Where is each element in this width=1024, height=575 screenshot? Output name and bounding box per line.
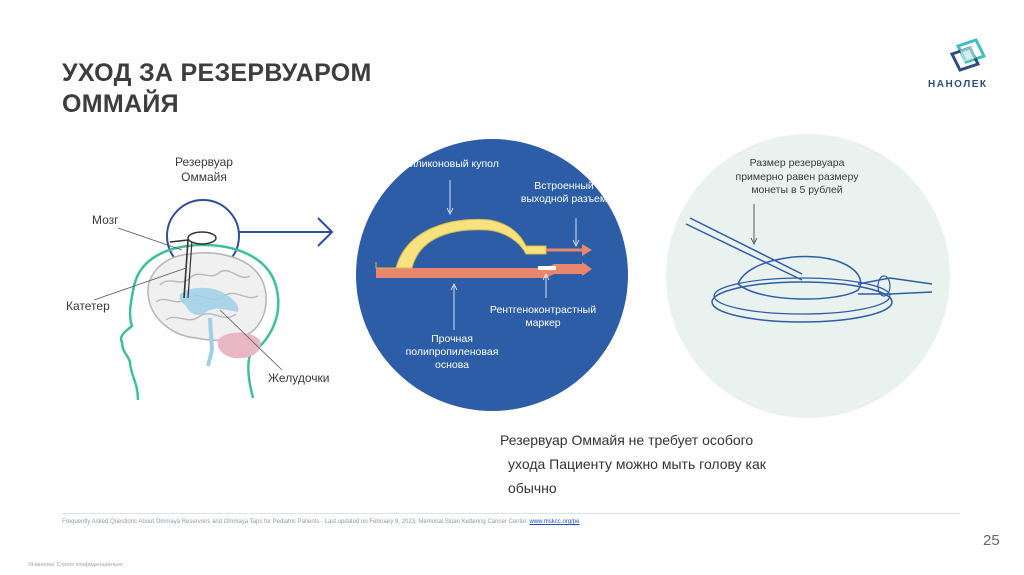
logo-wordmark: НАНОЛЕК [928,79,988,90]
outlet-tube-icon [857,277,933,295]
dome-icon [375,218,547,269]
cerebellum-icon [217,332,261,359]
label-base: Прочная полипропиленовая основа [392,333,512,372]
footer-rule [62,513,960,514]
base-icon [376,264,586,278]
copyright: ©Нанолек. Строго конфиденциально [28,562,123,568]
label-reservoir-line-1: Резервуар [175,155,233,169]
label-reservoir-line-2: Оммайя [181,170,227,184]
label-marker: Рентгеноконтрастный маркер [478,304,608,330]
label-base-line-3: основа [434,359,470,371]
size-diagram [666,134,950,418]
head-outline-icon [119,243,280,401]
body-line-3: обычно [508,480,557,496]
label-marker-line-1: Рентгеноконтрастный [489,304,597,316]
title-line-1: УХОД ЗА РЕЗЕРВУАРОМ [62,59,372,87]
body-line-1: Резервуар Оммайя не требует особого [500,432,754,448]
label-size-line-2: примерно равен размеру [735,170,859,183]
label-base-line-2: полипропиленовая [405,346,499,358]
needle-icon [685,223,803,281]
page-number: 25 [983,532,1000,549]
cross-section-diagram [356,139,628,411]
label-size-line-1: Размер резервуара [749,157,845,169]
body-line-2: ухода Пациенту можно мыть голову как [508,456,766,472]
footnote-link[interactable]: www.mskcc.org/pe [529,519,580,525]
label-ventricles: Желудочки [268,371,330,385]
label-connector-line-1: Встроенный [534,180,594,192]
nanolek-logo-icon [949,38,987,72]
label-connector-line-2: выходной разъем [520,193,608,205]
label-catheter: Катетер [66,299,110,313]
ventricles-icon [179,287,239,315]
footnote: Frequently Asked Questions About Ommaya … [62,519,579,525]
reservoir-base-icon [711,281,893,323]
pale-circle [666,134,950,418]
head-diagram [93,199,334,401]
label-base-line-1: Прочная [431,333,473,345]
label-size: Размер резервуара примерно равен размеру… [718,157,876,198]
label-size-line-3: монеты в 5 рублей [751,184,843,196]
title-line-2: ОММАЙЯ [62,90,179,118]
footnote-text: Frequently Asked Questions About Ommaya … [62,519,530,525]
label-silicone-dome: Силиконовый купол [402,158,499,170]
reservoir-icon [187,231,217,245]
catheter-line [183,239,189,299]
label-reservoir: Резервуар Оммайя [163,155,245,185]
label-connector: Встроенный выходной разъем [508,180,620,206]
label-brain: Мозг [92,213,119,227]
page-title: УХОД ЗА РЕЗЕРВУАРОМ ОММАЙЯ [62,58,482,120]
body-text: Резервуар Оммайя не требует особого уход… [500,428,830,500]
label-marker-line-2: маркер [525,317,561,329]
